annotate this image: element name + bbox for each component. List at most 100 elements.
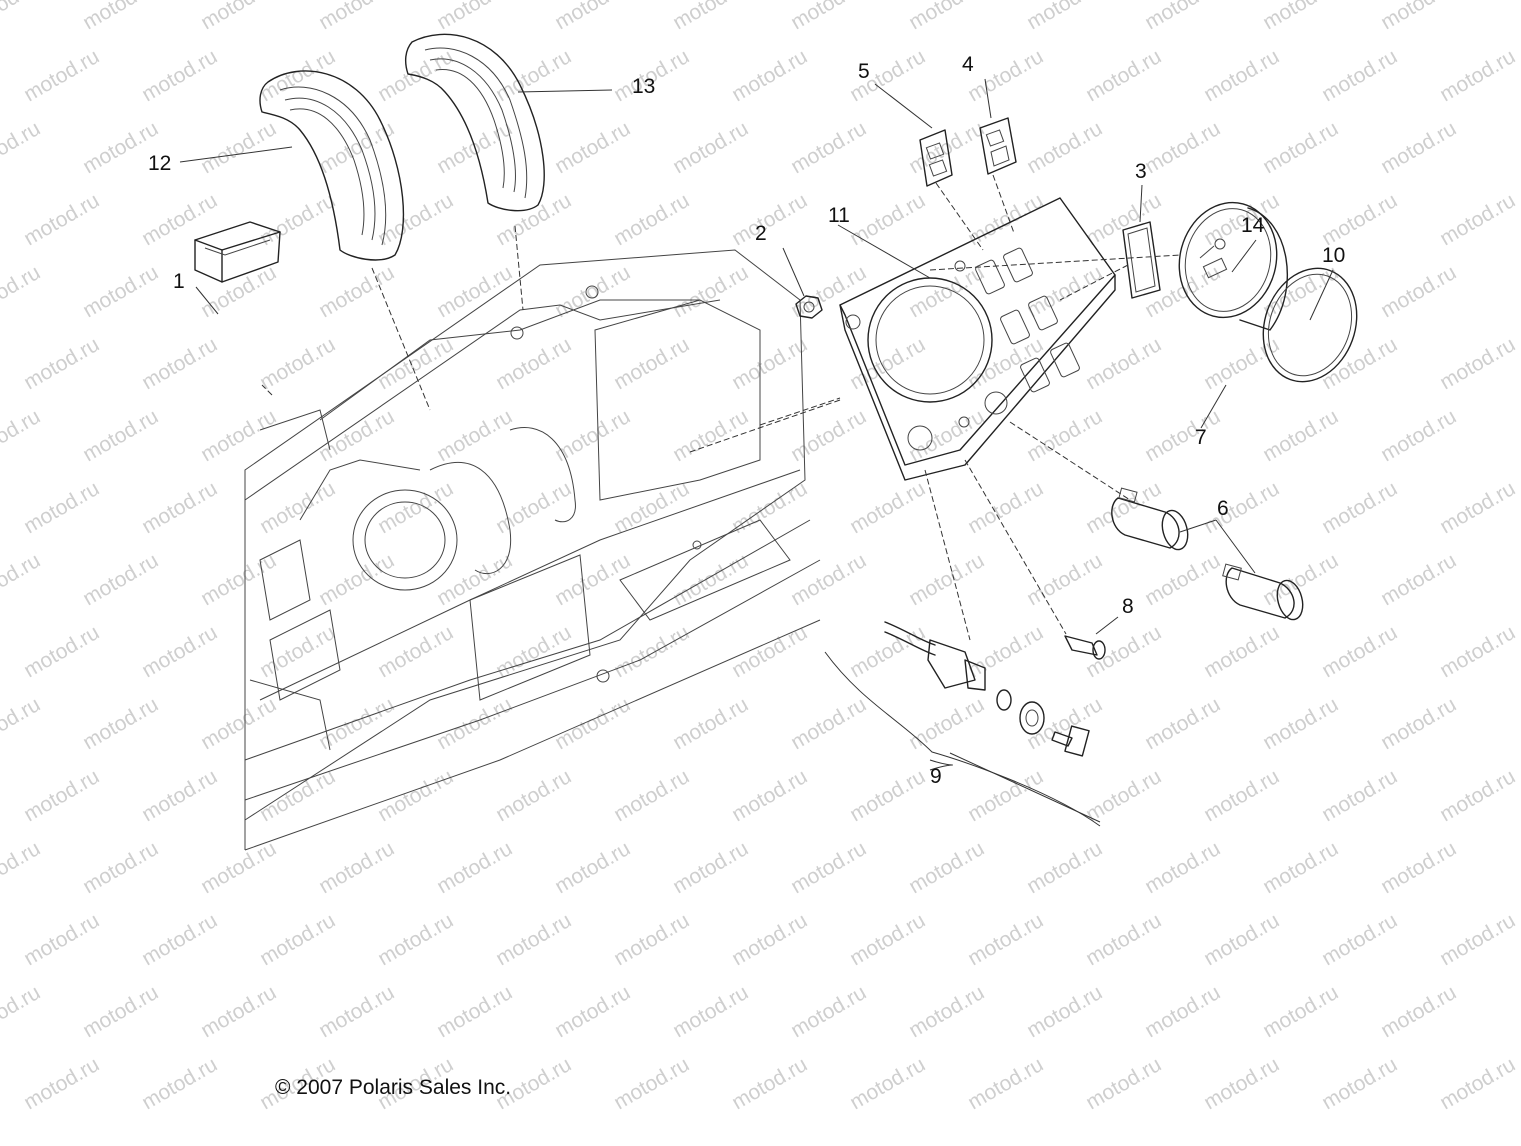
watermark-text: motod.ru xyxy=(610,189,693,250)
watermark-text: motod.ru xyxy=(1318,477,1401,538)
watermark-text: motod.ru xyxy=(1259,837,1342,898)
switch-5 xyxy=(919,129,953,187)
watermark-text: motod.ru xyxy=(846,909,929,970)
watermark-text: motod.ru xyxy=(728,765,811,826)
watermark-text: motod.ru xyxy=(79,837,162,898)
watermark-text: motod.ru xyxy=(787,981,870,1042)
watermark-text: motod.ru xyxy=(728,333,811,394)
watermark-text: motod.ru xyxy=(846,477,929,538)
blank-plug-3 xyxy=(1122,221,1161,299)
watermark-text: motod.ru xyxy=(846,189,929,250)
watermark-text: motod.ru xyxy=(551,693,634,754)
watermark-text: motod.ru xyxy=(1259,981,1342,1042)
watermark-text: motod.ru xyxy=(374,621,457,682)
watermark-text: motod.ru xyxy=(197,117,280,178)
watermark-text: motod.ru xyxy=(433,693,516,754)
watermark-text: motod.ru xyxy=(551,837,634,898)
callout-14: 14 xyxy=(1241,214,1265,237)
watermark-text: motod.ru xyxy=(1141,693,1224,754)
watermark-text: motod.ru xyxy=(1023,549,1106,610)
watermark-text: motod.ru xyxy=(1377,117,1460,178)
watermark-text: motod.ru xyxy=(1377,549,1460,610)
watermark-text: motod.ru xyxy=(1436,45,1519,106)
watermark-text: motod.ru xyxy=(20,333,103,394)
watermark-text: motod.ru xyxy=(1141,981,1224,1042)
watermark-text: motod.ru xyxy=(610,1053,693,1114)
watermark-text: motod.ru xyxy=(610,909,693,970)
watermark-text: motod.ru xyxy=(256,333,339,394)
watermark-text: motod.ru xyxy=(79,0,162,34)
grab-handle-13 xyxy=(404,33,545,212)
watermark-text: motod.ru xyxy=(256,189,339,250)
watermark-text: motod.ru xyxy=(0,261,44,322)
watermark-text: motod.ru xyxy=(905,981,988,1042)
watermark-text: motod.ru xyxy=(728,477,811,538)
switch-4 xyxy=(979,117,1017,175)
watermark-text: motod.ru xyxy=(787,405,870,466)
watermark-text: motod.ru xyxy=(0,549,44,610)
watermark-text: motod.ru xyxy=(1259,693,1342,754)
watermark-text: motod.ru xyxy=(1436,333,1519,394)
watermark-text: motod.ru xyxy=(0,0,44,34)
watermark-text: motod.ru xyxy=(964,45,1047,106)
watermark-text: motod.ru xyxy=(20,189,103,250)
ignition-switch-9 xyxy=(884,621,1090,757)
watermark-text: motod.ru xyxy=(197,837,280,898)
watermark-layer: motod.ru motod.ru motod.ru motod.ru motod.ru… xyxy=(0,0,1519,1114)
watermark-text: motod.ru xyxy=(1023,981,1106,1042)
callout-12: 12 xyxy=(148,152,171,175)
watermark-text: motod.ru xyxy=(197,0,280,34)
watermark-text: motod.ru xyxy=(433,0,516,34)
watermark-text: motod.ru xyxy=(1082,1053,1165,1114)
watermark-text: motod.ru xyxy=(1082,765,1165,826)
watermark-text: motod.ru xyxy=(787,0,870,34)
watermark-text: motod.ru xyxy=(1082,333,1165,394)
instrument-panel-11 xyxy=(839,197,1116,481)
watermark-text: motod.ru xyxy=(551,261,634,322)
watermark-text: motod.ru xyxy=(1318,45,1401,106)
watermark-text: motod.ru xyxy=(1377,981,1460,1042)
callout-8: 8 xyxy=(1122,595,1134,618)
watermark-text: motod.ru xyxy=(256,45,339,106)
watermark-text: motod.ru xyxy=(905,405,988,466)
watermark-text: motod.ru xyxy=(728,1053,811,1114)
watermark-text: motod.ru xyxy=(787,837,870,898)
watermark-text: motod.ru xyxy=(315,261,398,322)
callout-labels: 1 2 3 4 5 6 7 8 9 10 11 12 13 14 xyxy=(148,53,1345,788)
watermark-text: motod.ru xyxy=(1436,765,1519,826)
watermark-text: motod.ru xyxy=(79,261,162,322)
watermark-text: motod.ru xyxy=(1200,909,1283,970)
watermark-text: motod.ru xyxy=(315,0,398,34)
watermark-text: motod.ru xyxy=(315,837,398,898)
callout-3: 3 xyxy=(1135,160,1147,183)
storage-box-1 xyxy=(194,221,281,283)
watermark-text: motod.ru xyxy=(1141,0,1224,34)
watermark-text: motod.ru xyxy=(1436,477,1519,538)
watermark-text: motod.ru xyxy=(0,693,44,754)
watermark-text: motod.ru xyxy=(138,45,221,106)
watermark-text: motod.ru xyxy=(610,333,693,394)
watermark-text: motod.ru xyxy=(1377,261,1460,322)
watermark-text: motod.ru xyxy=(1436,1053,1519,1114)
watermark-text: motod.ru xyxy=(1377,837,1460,898)
watermark-text: motod.ru xyxy=(1436,189,1519,250)
watermark-text: motod.ru xyxy=(964,909,1047,970)
watermark-text: motod.ru xyxy=(433,261,516,322)
watermark-text: motod.ru xyxy=(315,981,398,1042)
watermark-text: motod.ru xyxy=(964,1053,1047,1114)
watermark-text: motod.ru xyxy=(728,45,811,106)
watermark-text: motod.ru xyxy=(728,909,811,970)
watermark-text: motod.ru xyxy=(433,405,516,466)
watermark-text: motod.ru xyxy=(1200,477,1283,538)
watermark-text: motod.ru xyxy=(374,765,457,826)
watermark-text: motod.ru xyxy=(1141,549,1224,610)
watermark-text: motod.ru xyxy=(1141,117,1224,178)
watermark-text: motod.ru xyxy=(138,765,221,826)
watermark-text: motod.ru xyxy=(20,45,103,106)
watermark-text: motod.ru xyxy=(20,909,103,970)
watermark-text: motod.ru xyxy=(964,333,1047,394)
watermark-text: motod.ru xyxy=(197,549,280,610)
watermark-text: motod.ru xyxy=(315,693,398,754)
